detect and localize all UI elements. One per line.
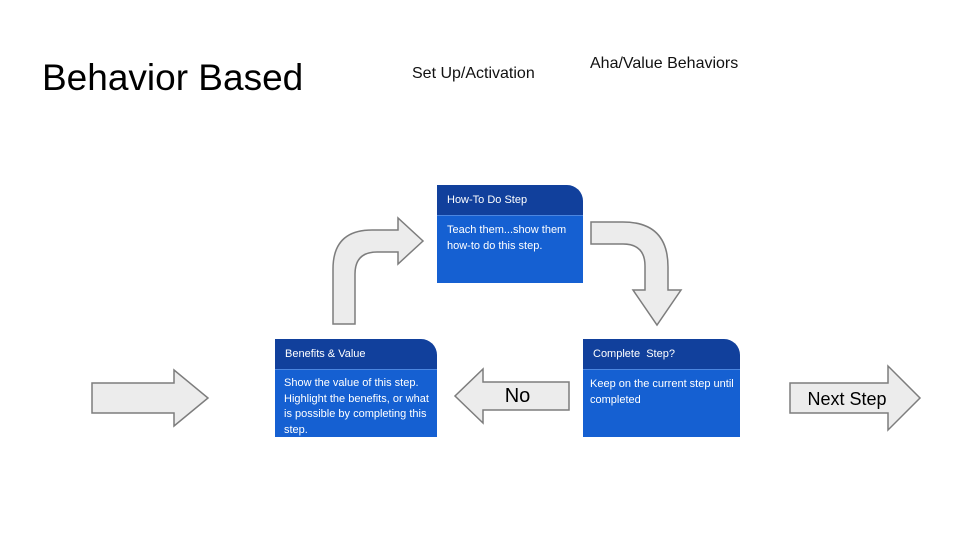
arrow-next-step-icon xyxy=(789,364,922,432)
label-setup-activation: Set Up/Activation xyxy=(412,65,535,82)
card-how-to-step: How-To Do Step Teach them...show them ho… xyxy=(437,185,583,283)
page-title: Behavior Based xyxy=(42,57,304,98)
label-aha-value-behaviors: Aha/Value Behaviors xyxy=(590,55,739,72)
card-benefits-value-header: Benefits & Value xyxy=(275,339,437,369)
card-benefits-value-body: Show the value of this step. Highlight t… xyxy=(275,369,437,437)
card-complete-step: Complete Step? Keep on the current step … xyxy=(583,339,740,437)
next-step-label: Next Step xyxy=(807,389,887,409)
card-complete-step-body: Keep on the current step until completed xyxy=(583,369,740,437)
arrow-entry-right-icon xyxy=(91,368,210,428)
bent-arrow-up-right-shape xyxy=(332,216,425,325)
card-complete-step-header: Complete Step? xyxy=(583,339,740,369)
bent-arrow-down-right-icon xyxy=(590,221,683,327)
no-label: No xyxy=(504,385,531,407)
arrow-entry-right-shape xyxy=(91,368,210,428)
arrow-no-left-icon xyxy=(453,367,570,425)
bent-arrow-down-right-shape xyxy=(590,221,683,327)
card-how-to-step-body: Teach them...show them how-to do this st… xyxy=(437,215,583,283)
card-how-to-step-header: How-To Do Step xyxy=(437,185,583,215)
bent-arrow-up-right-icon xyxy=(332,216,425,325)
card-benefits-value: Benefits & Value Show the value of this … xyxy=(275,339,437,437)
arrow-no-left-shape xyxy=(453,367,570,425)
arrow-next-step-shape xyxy=(789,364,922,432)
